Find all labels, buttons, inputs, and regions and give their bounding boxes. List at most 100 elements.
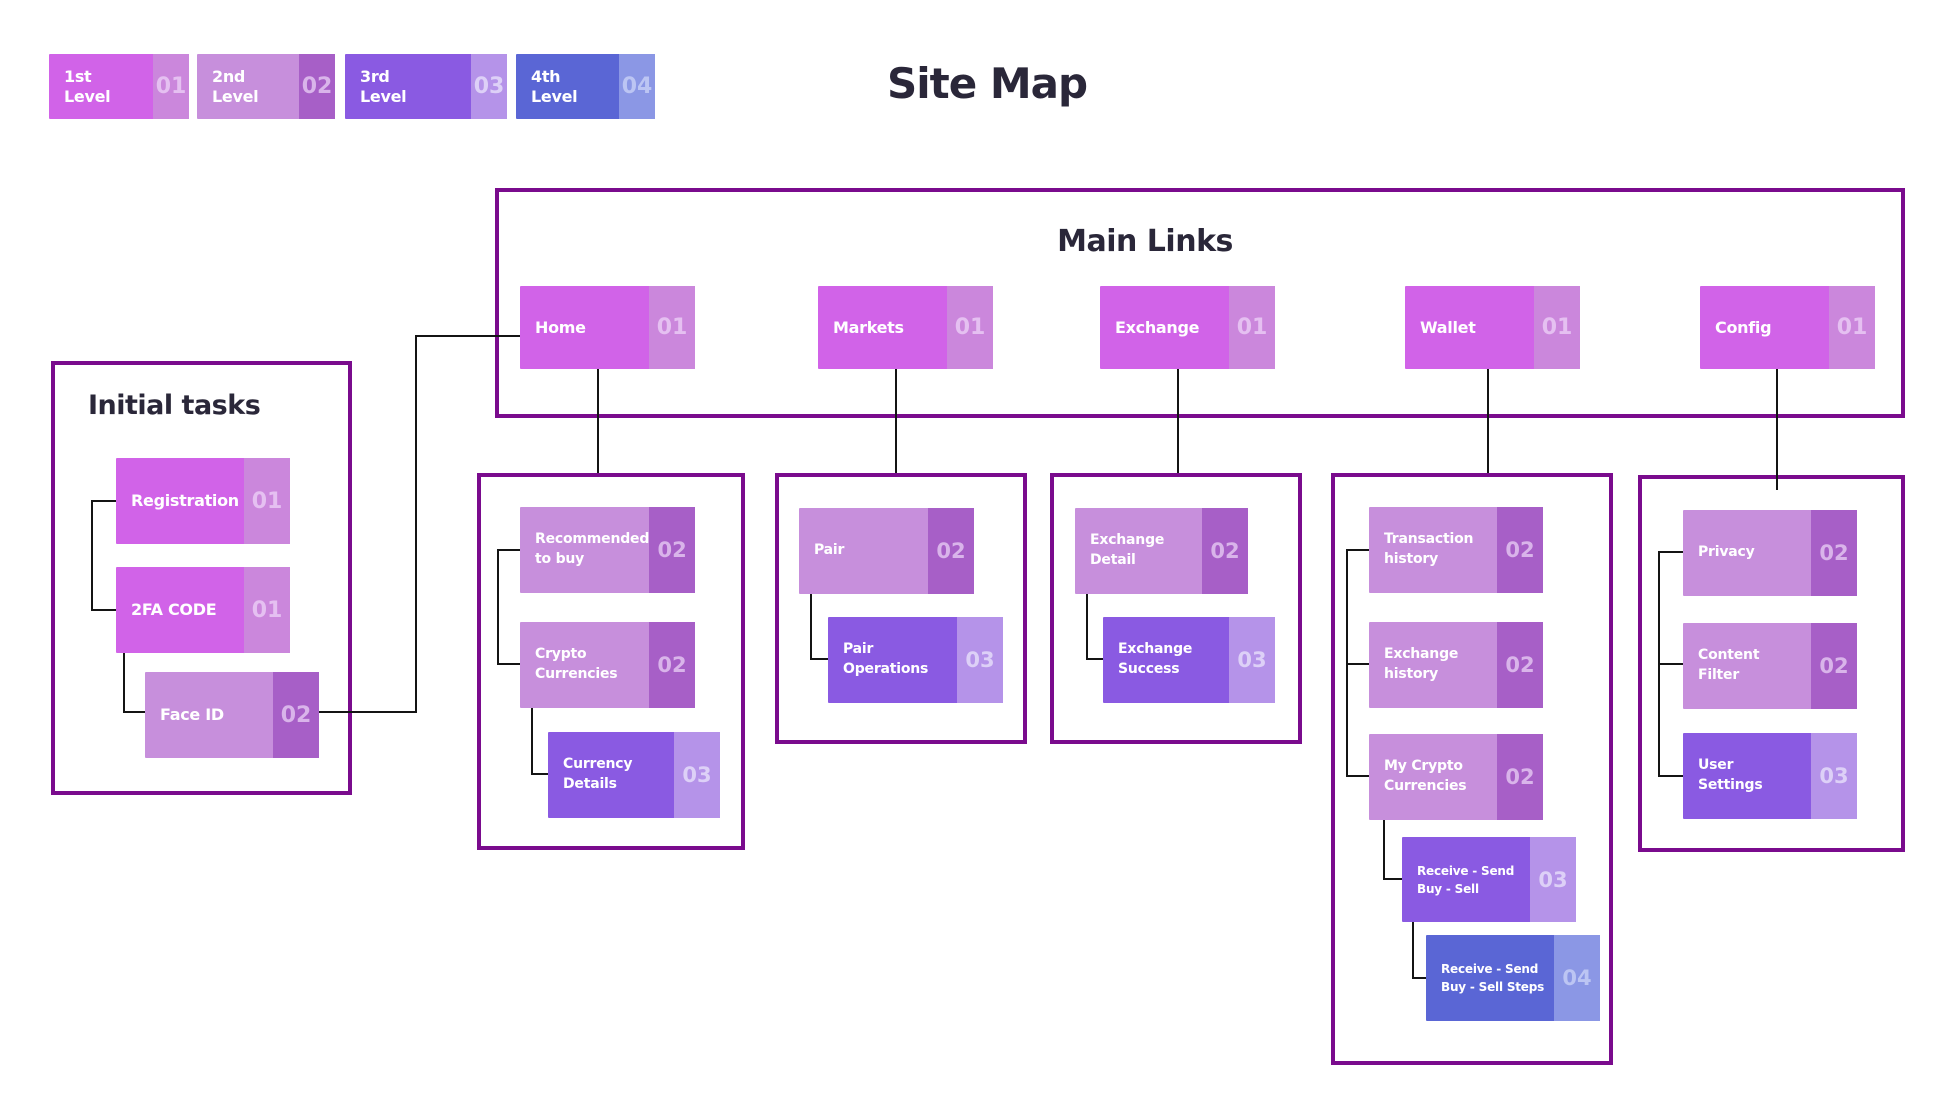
node-privacy: Privacy 02 bbox=[1683, 510, 1857, 596]
node-user-settings: User Settings 03 bbox=[1683, 733, 1857, 819]
node-number: 01 bbox=[947, 286, 993, 369]
home-subtree-box bbox=[477, 473, 745, 850]
connector bbox=[91, 500, 93, 611]
connector bbox=[1776, 369, 1778, 490]
connector bbox=[810, 594, 812, 660]
node-label: Exchange bbox=[1115, 317, 1200, 337]
node-label: Currency Details bbox=[563, 756, 633, 792]
node-label: Pair bbox=[814, 542, 845, 559]
connector bbox=[1346, 663, 1369, 665]
node-number: 01 bbox=[1229, 286, 1275, 369]
node-number: 02 bbox=[928, 508, 974, 594]
node-transaction-history: Transaction history 02 bbox=[1369, 507, 1543, 593]
node-exchange-history: Exchange history 02 bbox=[1369, 622, 1543, 708]
connector bbox=[1383, 878, 1402, 880]
legend-label: 1st Level bbox=[64, 67, 111, 106]
node-label: Home bbox=[535, 317, 586, 337]
legend-item-2nd-level: 2nd Level 02 bbox=[197, 54, 335, 119]
node-pair-operations: Pair Operations 03 bbox=[828, 617, 1003, 703]
legend-item-4th-level: 4th Level 04 bbox=[516, 54, 655, 119]
node-label: User Settings bbox=[1698, 757, 1763, 793]
connector bbox=[1658, 551, 1683, 553]
connector bbox=[531, 773, 548, 775]
main-links-title: Main Links bbox=[1057, 224, 1233, 259]
connector bbox=[895, 369, 897, 473]
connector bbox=[91, 500, 116, 502]
node-config: Config 01 bbox=[1700, 286, 1875, 369]
node-my-crypto-currencies: My Crypto Currencies 02 bbox=[1369, 734, 1543, 820]
connector bbox=[1412, 977, 1426, 979]
node-number: 04 bbox=[1554, 935, 1600, 1021]
connector bbox=[531, 708, 533, 775]
node-wallet: Wallet 01 bbox=[1405, 286, 1580, 369]
connector bbox=[319, 711, 417, 713]
node-label: Crypto Currencies bbox=[535, 646, 618, 682]
node-face-id: Face ID 02 bbox=[145, 672, 319, 758]
node-crypto-currencies: Crypto Currencies 02 bbox=[520, 622, 695, 708]
node-number: 02 bbox=[1497, 622, 1543, 708]
node-recommended-to-buy: Recommended to buy 02 bbox=[520, 507, 696, 593]
connector bbox=[1346, 775, 1369, 777]
exchange-subtree-box bbox=[1050, 473, 1302, 744]
node-label: Exchange Success bbox=[1118, 641, 1193, 677]
legend-item-1st-level: 1st Level 01 bbox=[49, 54, 189, 119]
node-number: 03 bbox=[1530, 837, 1576, 922]
connector bbox=[1086, 594, 1088, 660]
node-number: 01 bbox=[1829, 286, 1875, 369]
node-label: Receive - Send Buy - Sell Steps bbox=[1441, 962, 1545, 994]
connector bbox=[497, 663, 520, 665]
connector bbox=[1658, 663, 1683, 665]
connector bbox=[1346, 549, 1369, 551]
node-label: Markets bbox=[833, 317, 904, 337]
node-exchange-success: Exchange Success 03 bbox=[1103, 617, 1275, 703]
initial-tasks-title: Initial tasks bbox=[88, 390, 261, 421]
main-links-group-box bbox=[495, 188, 1905, 418]
node-label: Wallet bbox=[1420, 317, 1476, 337]
node-label: Content Filter bbox=[1698, 647, 1760, 683]
wallet-subtree-box bbox=[1331, 473, 1613, 1065]
node-label: My Crypto Currencies bbox=[1384, 758, 1467, 794]
connector bbox=[1487, 369, 1489, 473]
initial-tasks-group-box bbox=[51, 361, 352, 795]
node-home: Home 01 bbox=[520, 286, 695, 369]
node-label: Pair Operations bbox=[843, 641, 929, 677]
node-number: 01 bbox=[244, 567, 290, 653]
connector bbox=[497, 549, 499, 665]
node-number: 01 bbox=[244, 458, 290, 544]
node-number: 02 bbox=[1811, 510, 1857, 596]
node-markets: Markets 01 bbox=[818, 286, 993, 369]
connector bbox=[1383, 820, 1385, 880]
node-label: Face ID bbox=[160, 705, 224, 725]
node-number: 02 bbox=[1497, 507, 1543, 593]
node-number: 02 bbox=[649, 507, 696, 593]
connector bbox=[810, 658, 828, 660]
connector bbox=[123, 653, 125, 713]
connector bbox=[415, 335, 417, 713]
node-number: 02 bbox=[1497, 734, 1543, 820]
node-number: 03 bbox=[1229, 617, 1275, 703]
node-receive-send-buy-sell: Receive - Send Buy - Sell 03 bbox=[1402, 837, 1576, 922]
node-label: 2FA CODE bbox=[131, 600, 217, 620]
legend-number: 02 bbox=[299, 54, 335, 119]
connector bbox=[1177, 369, 1179, 473]
node-number: 02 bbox=[1811, 623, 1857, 709]
node-exchange: Exchange 01 bbox=[1100, 286, 1275, 369]
connector bbox=[1086, 658, 1103, 660]
node-label: Exchange history bbox=[1384, 646, 1459, 682]
node-registration: Registration 01 bbox=[116, 458, 290, 544]
node-exchange-detail: Exchange Detail 02 bbox=[1075, 508, 1248, 594]
node-label: Config bbox=[1715, 317, 1772, 337]
node-2fa-code: 2FA CODE 01 bbox=[116, 567, 290, 653]
node-number: 01 bbox=[1534, 286, 1580, 369]
node-label: Registration bbox=[131, 491, 239, 511]
node-pair: Pair 02 bbox=[799, 508, 974, 594]
node-number: 02 bbox=[273, 672, 319, 758]
node-receive-send-buy-sell-steps: Receive - Send Buy - Sell Steps 04 bbox=[1426, 935, 1600, 1021]
node-label: Privacy bbox=[1698, 544, 1755, 561]
node-label: Exchange Detail bbox=[1090, 532, 1165, 568]
node-label: Receive - Send Buy - Sell bbox=[1417, 863, 1515, 896]
connector bbox=[91, 609, 116, 611]
legend-label: 4th Level bbox=[531, 67, 578, 106]
markets-subtree-box bbox=[775, 473, 1027, 744]
node-number: 03 bbox=[1811, 733, 1857, 819]
